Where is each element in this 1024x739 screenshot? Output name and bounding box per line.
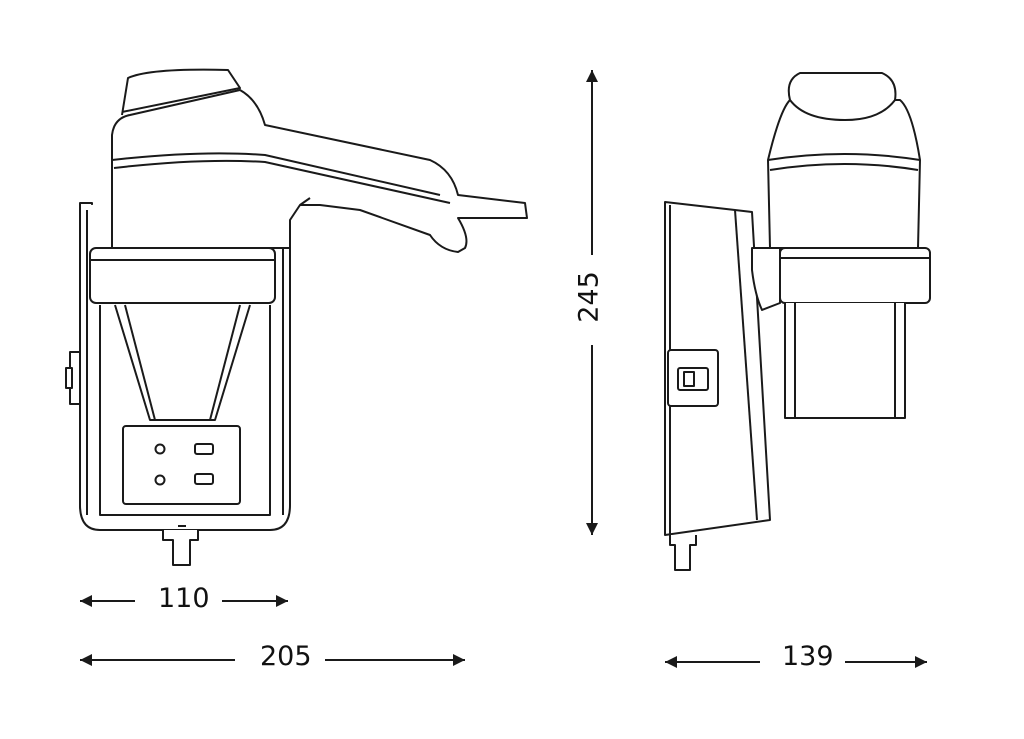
dimension-label-245: 245 xyxy=(573,271,605,323)
cable-gland xyxy=(162,530,199,566)
holder-ring xyxy=(89,247,276,304)
dimension-label-139: 139 xyxy=(782,641,834,672)
socket-hole xyxy=(154,474,166,486)
side-cable-gland xyxy=(669,535,697,571)
socket-hole xyxy=(154,443,166,455)
side-dryer-body xyxy=(767,99,921,249)
dimension-label-205: 205 xyxy=(260,641,312,672)
socket-slot xyxy=(194,443,214,455)
dimension-label-110: 110 xyxy=(158,583,210,614)
side-holder-cup xyxy=(784,303,906,419)
dimension-lines xyxy=(80,70,927,668)
socket-slot xyxy=(194,473,214,485)
socket-panel xyxy=(122,425,241,505)
side-dryer-nozzle xyxy=(787,72,897,121)
side-view xyxy=(664,72,931,571)
holder-cone xyxy=(114,304,251,421)
side-holder-ring xyxy=(779,247,931,304)
front-view xyxy=(65,68,528,566)
dryer-body xyxy=(111,89,528,253)
dryer-nozzle-top xyxy=(121,68,241,116)
